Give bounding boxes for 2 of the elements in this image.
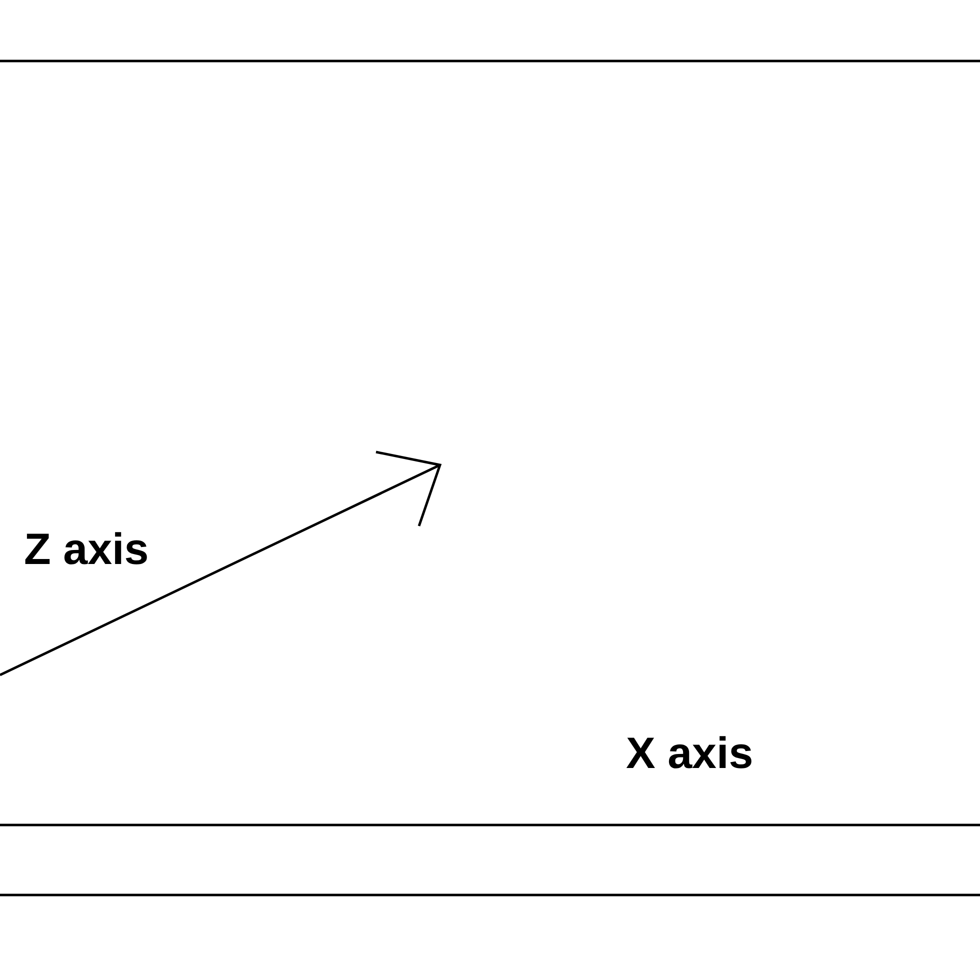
axis-label: X axis <box>626 732 754 776</box>
axis-label: Z axis <box>24 528 149 572</box>
